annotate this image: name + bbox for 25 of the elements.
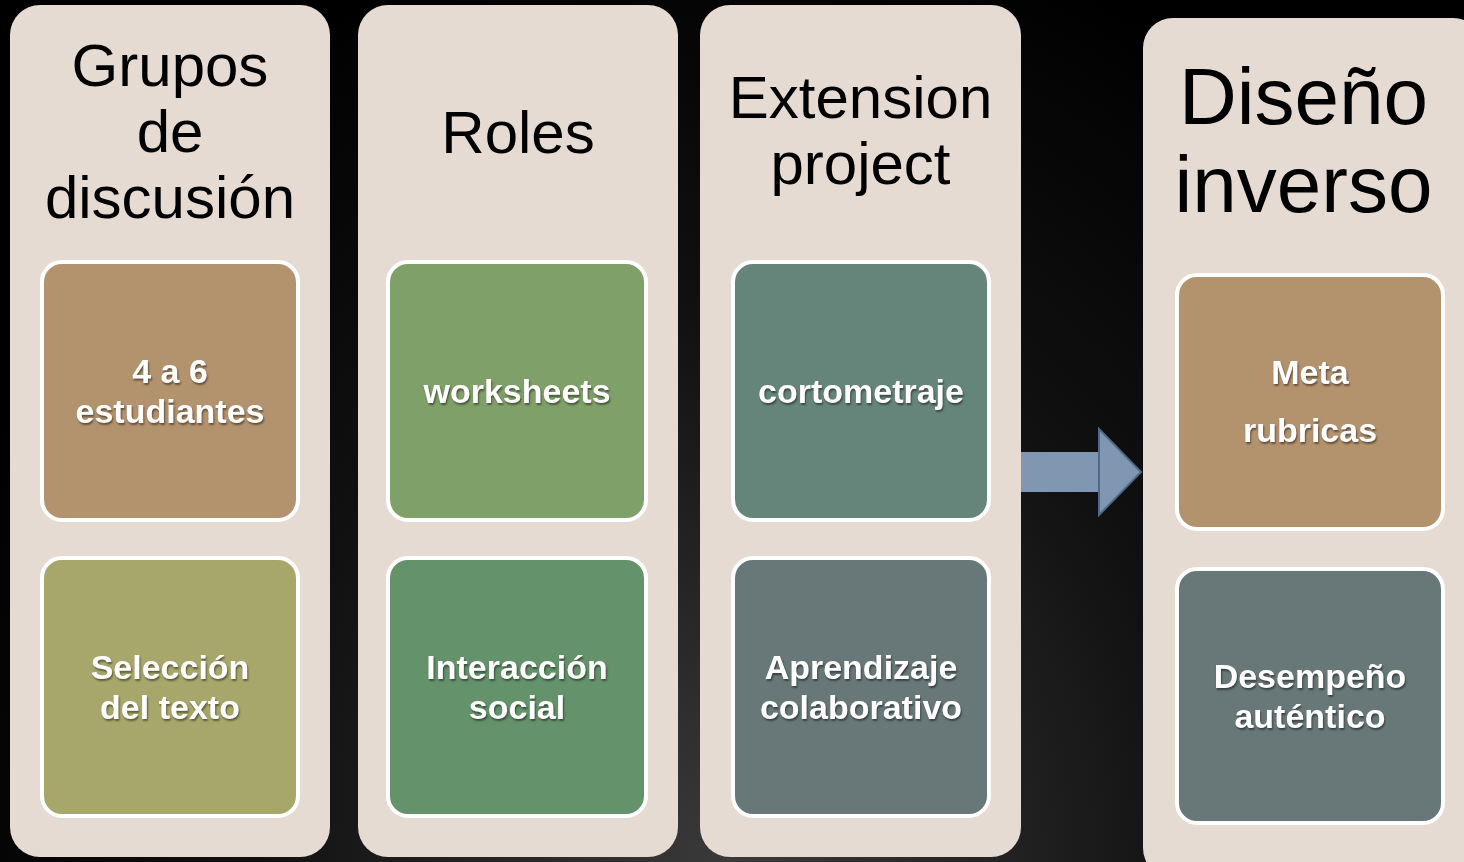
column-heading: Extension project (727, 65, 994, 197)
content-card (40, 260, 300, 522)
card-label: worksheets (422, 370, 612, 412)
column-panel (1143, 18, 1464, 862)
card-label: Meta rubricas (1241, 352, 1379, 451)
card-label: 4 a 6 estudiantes (74, 350, 266, 432)
column-panel (358, 5, 678, 857)
content-card (731, 260, 991, 522)
card-label: Desempeño auténtico (1212, 655, 1408, 737)
card-label: Interacción social (425, 646, 609, 728)
content-card (40, 556, 300, 818)
column-panel (700, 5, 1021, 857)
column-panel (10, 5, 330, 857)
column-heading: Roles (440, 100, 596, 166)
card-label: Aprendizaje colaborativo (758, 646, 964, 728)
content-card (1175, 567, 1445, 825)
content-card (731, 556, 991, 818)
card-label: cortometraje (757, 370, 965, 412)
column-heading: Grupos de discusión (43, 33, 297, 231)
content-card (386, 556, 648, 818)
content-card (1175, 273, 1445, 531)
block-arrow (1021, 428, 1142, 516)
card-label: Selección del texto (89, 646, 251, 728)
column-heading: Diseño inverso (1173, 53, 1434, 229)
content-card (386, 260, 648, 522)
